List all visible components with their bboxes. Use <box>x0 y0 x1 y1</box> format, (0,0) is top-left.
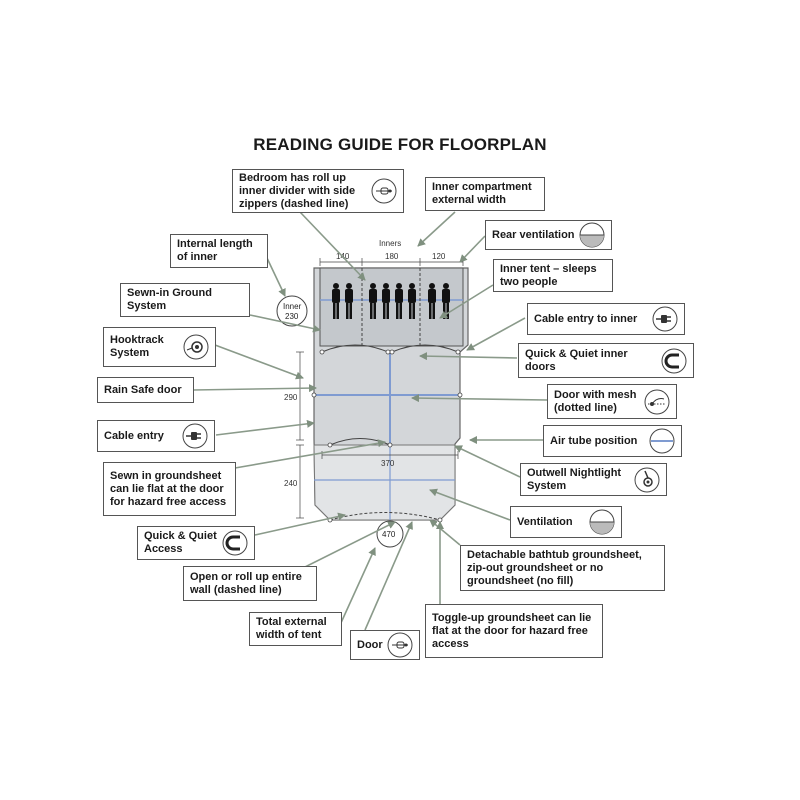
label-bedroom-divider: Bedroom has roll up inner divider with s… <box>232 169 404 213</box>
label-rear-ventilation: Rear ventilation <box>485 220 612 250</box>
label-sewn-in-ground: Sewn-in Ground System <box>120 283 250 317</box>
label-bathtub: Detachable bathtub groundsheet, zip-out … <box>460 545 665 591</box>
label-quick-quiet-inner: Quick & Quiet inner doors <box>518 343 694 378</box>
label-nightlight: Outwell Nightlight System <box>520 463 667 496</box>
label-inner-compartment-width: Inner compartment external width <box>425 177 545 211</box>
leader-arrows <box>192 211 548 631</box>
label-cable-entry: Cable entry <box>97 420 215 452</box>
label-air-tube: Air tube position <box>543 425 682 457</box>
air-tube-icon <box>649 428 675 454</box>
dim-370: 370 <box>381 459 395 468</box>
label-ventilation: Ventilation <box>510 506 622 538</box>
label-sewn-groundsheet: Sewn in groundsheet can lie flat at the … <box>103 462 236 516</box>
dim-240: 240 <box>284 479 298 488</box>
label-door: Door <box>350 630 420 660</box>
inners-label: Inners <box>379 239 401 248</box>
porch-area <box>313 444 456 521</box>
magnet-icon <box>222 530 248 556</box>
hooktrack-icon <box>183 334 209 360</box>
mesh-door-icon <box>644 389 670 414</box>
inner-door-arc <box>321 344 389 353</box>
inner-door-arc <box>391 344 459 353</box>
dim-470: 470 <box>382 530 396 539</box>
inner-circle-label: Inner <box>283 302 302 311</box>
zipper-icon <box>371 178 397 204</box>
label-rain-safe: Rain Safe door <box>97 377 194 403</box>
nightlight-icon <box>634 467 660 492</box>
label-internal-length: Internal length of inner <box>170 234 268 268</box>
label-quick-quiet-access: Quick & Quiet Access <box>137 526 255 560</box>
plug-icon <box>652 306 678 332</box>
label-inner-tent: Inner tent – sleeps two people <box>493 259 613 292</box>
inner-tent-area <box>319 267 464 347</box>
dim-120: 120 <box>432 252 446 261</box>
label-total-width: Total external width of tent <box>249 612 342 646</box>
label-door-mesh: Door with mesh (dotted line) <box>547 384 677 419</box>
vent-half-circle-icon <box>579 222 605 248</box>
vent-half-circle-icon <box>589 509 615 535</box>
plug-icon <box>182 423 208 449</box>
label-hooktrack: Hooktrack System <box>103 327 216 367</box>
label-cable-entry-inner: Cable entry to inner <box>527 303 685 335</box>
page-title: READING GUIDE FOR FLOORPLAN <box>253 135 547 154</box>
dim-180: 180 <box>385 252 399 261</box>
inner-circle-value: 230 <box>285 312 299 321</box>
zipper-icon <box>387 632 413 658</box>
label-open-wall: Open or roll up entire wall (dashed line… <box>183 566 317 601</box>
inner-length-circle <box>276 295 308 327</box>
magnet-icon <box>661 348 687 373</box>
label-toggle-up: Toggle-up groundsheet can lie flat at th… <box>425 604 603 658</box>
dim-290: 290 <box>284 393 298 402</box>
